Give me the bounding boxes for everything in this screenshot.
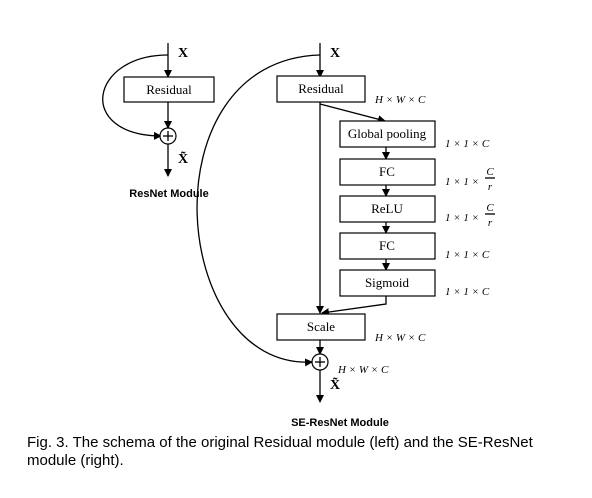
resnet-module-label: ResNet Module [129,188,208,200]
se-scale-label: Scale [307,319,335,334]
se-resnet-module: X Residual H × W × C Global pooling 1 × … [196,43,495,429]
se-fc1-box [339,158,436,186]
dim-global-pooling: 1 × 1 × C [445,138,490,150]
resnet-module: X Residual X̃ ResNet Module [102,43,215,200]
se-fc2-label: FC [379,238,395,253]
resnet-residual-label: Residual [146,82,192,97]
se-global-pooling-label: Global pooling [348,126,427,141]
se-relu-label: ReLU [371,201,403,216]
dim-relu-denominator: r [488,217,493,229]
dim-relu-numerator: C [486,202,494,214]
dim-fc1-prefix: 1 × 1 × [445,176,479,188]
se-sigmoid-label: Sigmoid [365,275,410,290]
resnet-output-label: X̃ [178,150,188,167]
se-residual-box [276,75,366,103]
se-skip-connection [196,54,321,367]
se-branch-arrow [319,103,386,124]
dim-scale: H × W × C [374,332,426,344]
se-global-pooling-box [339,120,436,148]
se-residual-label: Residual [298,81,344,96]
dim-sigmoid: 1 × 1 × C [445,286,490,298]
resnet-residual-box [123,76,215,103]
se-output-label: X̃ [330,376,340,393]
dim-residual: H × W × C [374,94,426,106]
se-module-label: SE-ResNet Module [291,417,389,429]
dim-sum: H × W × C [337,364,389,376]
resnet-skip-connection [102,54,169,140]
se-arrow-sigmoid-scale [321,296,387,316]
dim-fc1-numerator: C [486,166,494,178]
se-fc1-label: FC [379,164,395,179]
se-sigmoid-box [339,269,436,297]
dim-fc1-denominator: r [488,181,493,193]
se-relu-box [339,195,436,223]
dim-relu-prefix: 1 × 1 × [445,212,479,224]
resnet-input-label: X [178,46,188,61]
figure-caption: Fig. 3. The schema of the original Resid… [27,434,533,469]
se-scale-box [276,313,366,341]
se-fc2-box [339,232,436,260]
dim-fc2: 1 × 1 × C [445,249,490,261]
se-input-label: X [330,46,340,61]
